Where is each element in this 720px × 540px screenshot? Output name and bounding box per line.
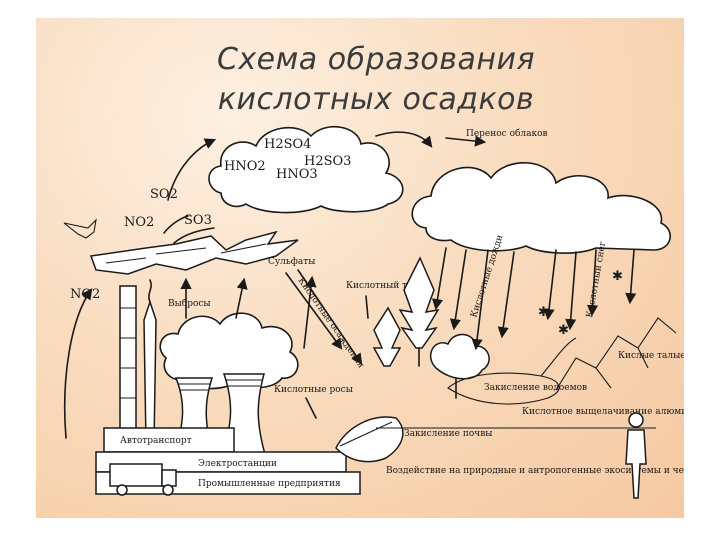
label-industry: Промышленные предприятия (198, 479, 341, 489)
leaf-icon (335, 416, 404, 463)
label-cloud-transport: Перенос облаков (466, 128, 548, 139)
mountain-range (555, 317, 677, 391)
label-impact: Воздействие на природные и антропогенные… (386, 466, 684, 476)
rain-cloud (411, 162, 671, 254)
tree-icon (398, 256, 440, 349)
lake-outline (447, 372, 560, 405)
label-power-plants: Электростанции (198, 459, 277, 469)
snowflake-icon: ✱ (612, 269, 623, 284)
label-lake-acidification: Закисление водоемов (484, 383, 587, 393)
page-title: Схема образования кислотных осадков (186, 40, 566, 120)
snowflake-icon: ✱ (558, 323, 569, 338)
chem-no2-left: NO2 (124, 215, 154, 230)
chemistry-cloud (208, 126, 404, 214)
label-aluminum-leaching: Кислотное выщелачивание алюминия (522, 407, 684, 417)
chimney-thin (143, 299, 157, 445)
bush-icon (430, 333, 490, 380)
chem-hno2: HNO2 (224, 159, 266, 174)
chimney-tall (119, 285, 137, 447)
chem-so2: SO2 (150, 187, 178, 202)
airplane-icon (63, 218, 97, 239)
label-soil-acidification: Закисление почвы (404, 429, 492, 439)
label-transport: Автотранспорт (120, 436, 192, 446)
tree-small-icon (372, 306, 402, 367)
label-acid-fog: Кислотный туман (346, 281, 431, 291)
chem-h2so4: H2SO4 (264, 137, 311, 152)
label-acid-dews: Кислотные росы (274, 385, 353, 395)
slide-background: Схема образования кислотных осадков H2SO… (36, 18, 684, 518)
label-sulfates: Сульфаты (268, 257, 315, 267)
human-figure-icon (625, 412, 647, 499)
chem-hno3: HNO3 (276, 167, 318, 182)
label-emissions: Выбросы (168, 298, 211, 309)
acid-rain-diagram: H2SO4 HNO2 H2SO3 HNO3 Перенос облаков SO… (63, 126, 684, 499)
emission-plume (89, 230, 299, 275)
title-line-2: кислотных осадков (217, 82, 535, 117)
truck-icon (109, 463, 163, 487)
title-line-1: Схема образования (216, 42, 536, 77)
label-acid-snow: Кислотный снег (585, 240, 608, 318)
chem-no2-factory: NO2 (70, 287, 100, 302)
chem-so3: SO3 (184, 213, 212, 228)
snowflake-icon: ✱ (538, 305, 549, 320)
chem-h2so3: H2SO3 (304, 154, 351, 169)
label-acid-meltwater: Кислые талые воды (618, 351, 684, 361)
